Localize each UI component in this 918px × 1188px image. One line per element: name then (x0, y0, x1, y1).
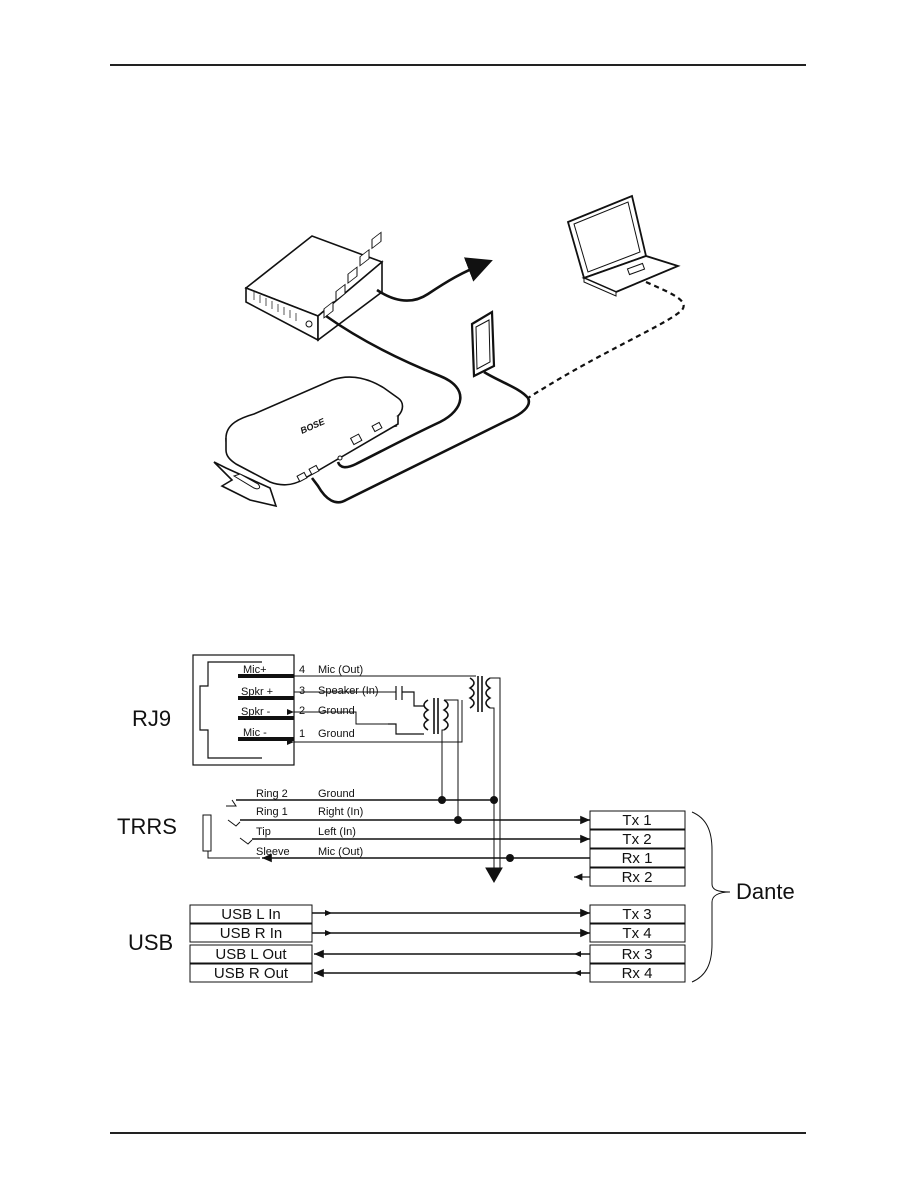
rj9-pin-number: 4 (299, 664, 305, 676)
dante-channel-label: Rx 1 (622, 850, 653, 867)
switch-to-device-cable (325, 314, 462, 469)
usb-port-label: USB L Out (215, 946, 287, 963)
junction-dots (438, 796, 514, 862)
usb-port-label: USB L In (221, 906, 280, 923)
rj9-pin-number: 2 (299, 705, 305, 717)
rj9-pin-signal: Speaker (In) (318, 685, 379, 697)
footer-rule (110, 1132, 806, 1134)
rj9-pin2-line (287, 709, 388, 725)
trrs-pin-signal: Ground (318, 788, 355, 800)
trrs-plug-icon (202, 799, 260, 859)
dante-brace (691, 811, 731, 983)
trrs-pin-label: Ring 1 (256, 806, 288, 818)
rj9-title: RJ9 (132, 706, 171, 731)
ground-symbol-icon (485, 867, 503, 884)
dante-title: Dante (736, 879, 795, 904)
rj9-pin-number: 3 (299, 685, 305, 697)
phone-to-device-cable (310, 370, 531, 504)
rj9-pin-label: Mic+ (243, 664, 267, 676)
trrs-pin-signal: Left (In) (318, 826, 356, 838)
dante-channel-boxes (589, 810, 686, 983)
rj9-pin-label: Spkr + (241, 686, 273, 698)
rj9-pin1-line (287, 700, 463, 745)
phone-icon (470, 310, 496, 378)
trrs-pin-signal: Right (In) (318, 806, 363, 818)
laptop-wireless-link (527, 280, 685, 399)
trrs-pin-label: Tip (256, 826, 271, 838)
dante-channel-label: Tx 4 (622, 925, 651, 942)
usb-port-boxes (189, 904, 313, 983)
trrs-pin-label: Sleeve (256, 846, 290, 858)
bose-device-icon (213, 376, 404, 508)
dante-channel-label: Rx 2 (622, 869, 653, 886)
speaker-transformer-icon (423, 698, 459, 820)
rj9-pin-signal: Ground (318, 728, 355, 740)
usb-port-label: USB R In (220, 925, 283, 942)
dante-channel-label: Rx 4 (622, 965, 653, 982)
rj9-jack (192, 654, 295, 766)
mic-transformer-icon (468, 676, 501, 868)
dante-channel-label: Tx 1 (622, 812, 651, 829)
dante-channel-label: Tx 2 (622, 831, 651, 848)
laptop-icon (566, 194, 681, 297)
dante-channel-label: Tx 3 (622, 906, 651, 923)
rj9-pin-label: Spkr - (241, 706, 271, 718)
trrs-pin-label: Ring 2 (256, 788, 288, 800)
uplink-cable (376, 257, 493, 302)
capacitor-icon (388, 686, 424, 735)
connection-illustration: BOSE (213, 194, 685, 508)
rj9-pin-number: 1 (299, 728, 305, 740)
trrs-pin-signal: Mic (Out) (318, 846, 363, 858)
rj9-pin-signal: Ground (318, 705, 355, 717)
usb-title: USB (128, 930, 173, 955)
usb-port-label: USB R Out (214, 965, 289, 982)
rj9-pin-signal: Mic (Out) (318, 664, 363, 676)
trrs-title: TRRS (117, 814, 177, 839)
header-rule (110, 64, 806, 66)
rj9-pin-label: Mic - (243, 727, 267, 739)
dante-channel-label: Rx 3 (622, 946, 653, 963)
